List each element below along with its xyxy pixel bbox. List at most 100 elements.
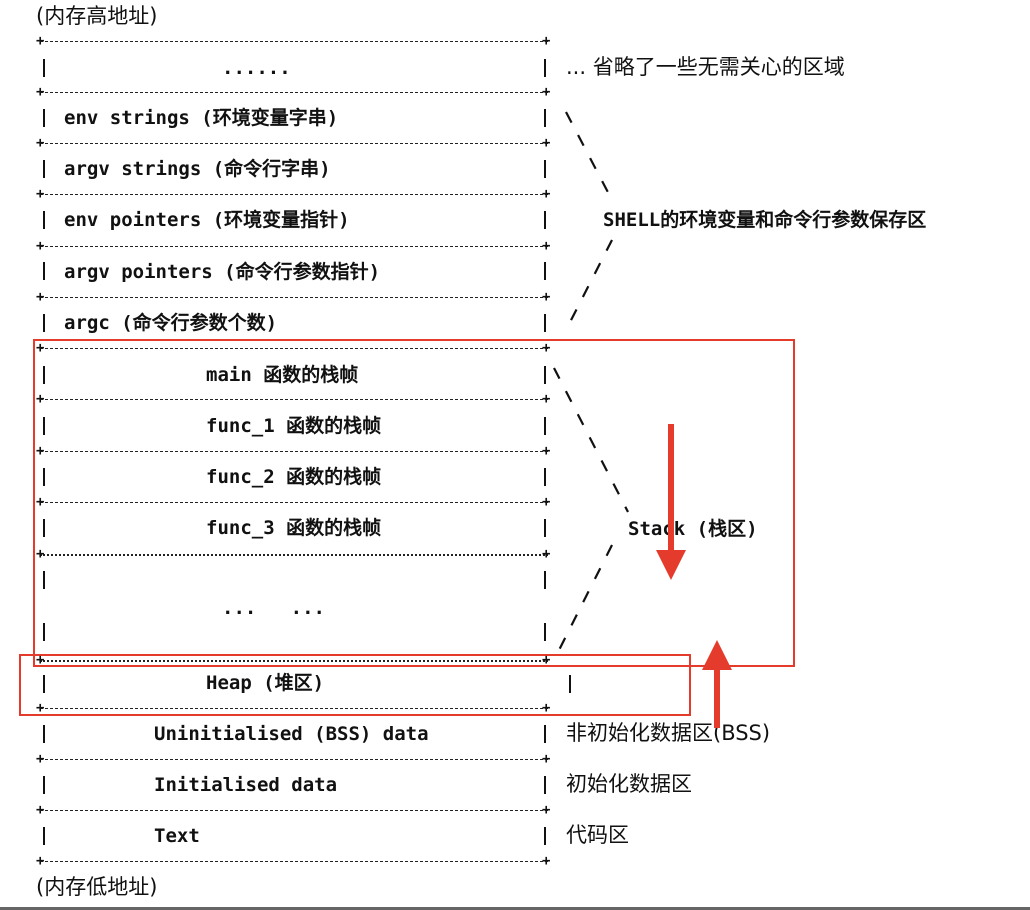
row-env-strings: env strings (环境变量字串) <box>64 107 339 129</box>
separator-line <box>40 246 548 247</box>
row-func1-frame: func_1 函数的栈帧 <box>206 415 382 437</box>
corner-plus: + <box>542 238 551 254</box>
connector-shell-top <box>565 111 613 201</box>
side-bar <box>544 160 546 178</box>
side-bar <box>43 675 45 693</box>
annotation-shell: SHELL的环境变量和命令行参数保存区 <box>603 209 927 231</box>
corner-plus: + <box>542 853 551 869</box>
high-address-label: (内存高地址) <box>36 4 158 28</box>
corner-plus: + <box>36 546 45 562</box>
separator-line <box>40 399 548 400</box>
side-bar <box>544 571 546 589</box>
side-bar <box>569 675 571 693</box>
separator-line <box>40 194 548 195</box>
row-argv-strings: argv strings (命令行字串) <box>64 158 331 180</box>
corner-plus: + <box>542 802 551 818</box>
corner-plus: + <box>542 391 551 407</box>
low-address-label: (内存低地址) <box>36 875 158 899</box>
corner-plus: + <box>36 802 45 818</box>
corner-plus: + <box>542 494 551 510</box>
corner-plus: + <box>36 751 45 767</box>
row-stack-gap: ... ... <box>222 597 325 619</box>
side-bar <box>544 725 546 743</box>
separator-line <box>40 92 548 93</box>
side-bar <box>544 262 546 280</box>
side-bar <box>43 160 45 178</box>
row-func3-frame: func_3 函数的栈帧 <box>206 517 382 539</box>
corner-plus: + <box>36 84 45 100</box>
side-bar <box>43 776 45 794</box>
corner-plus: + <box>542 546 551 562</box>
side-bar <box>43 468 45 486</box>
side-bar <box>43 211 45 229</box>
corner-plus: + <box>36 494 45 510</box>
stack-highlight-box <box>33 339 795 667</box>
corner-plus: + <box>36 853 45 869</box>
separator-line <box>40 41 548 42</box>
separator-line <box>40 451 548 452</box>
side-bar <box>544 519 546 537</box>
separator-line <box>40 759 548 760</box>
side-bar <box>43 59 45 77</box>
corner-plus: + <box>542 340 551 356</box>
corner-plus: + <box>36 289 45 305</box>
side-bar <box>544 366 546 384</box>
corner-plus: + <box>36 340 45 356</box>
bottom-border <box>0 907 1030 910</box>
row-initialised-data: Initialised data <box>154 774 338 796</box>
side-bar <box>43 827 45 845</box>
separator-line <box>40 143 548 144</box>
corner-plus: + <box>542 751 551 767</box>
corner-plus: + <box>36 443 45 459</box>
side-bar <box>43 314 45 332</box>
side-bar <box>544 211 546 229</box>
side-bar <box>43 519 45 537</box>
heap-highlight-box <box>19 654 691 716</box>
side-bar <box>544 109 546 127</box>
annotation-text: 代码区 <box>566 823 629 847</box>
row-bss: Uninitialised (BSS) data <box>154 723 429 745</box>
side-bar <box>43 262 45 280</box>
corner-plus: + <box>36 33 45 49</box>
stack-growth-down-arrow <box>656 424 686 580</box>
side-bar <box>43 109 45 127</box>
separator-line <box>40 297 548 298</box>
side-bar <box>544 468 546 486</box>
separator-line <box>40 861 548 862</box>
side-bar <box>43 417 45 435</box>
row-heap: Heap (堆区) <box>206 672 325 694</box>
annotation-omitted: ... 省略了一些无需关心的区域 <box>566 55 845 79</box>
corner-plus: + <box>36 135 45 151</box>
corner-plus: + <box>36 238 45 254</box>
side-bar <box>544 417 546 435</box>
side-bar <box>544 314 546 332</box>
side-bar <box>544 623 546 641</box>
side-bar <box>43 623 45 641</box>
corner-plus: + <box>36 652 45 668</box>
connector-stack-bottom <box>553 544 613 661</box>
separator-line <box>40 348 548 349</box>
connector-stack-top <box>553 367 629 513</box>
row-func2-frame: func_2 函数的栈帧 <box>206 466 382 488</box>
corner-plus: + <box>542 84 551 100</box>
row-env-pointers: env pointers (环境变量指针) <box>64 209 350 231</box>
separator-line <box>40 660 548 662</box>
row-omitted: ...... <box>222 57 291 79</box>
side-bar <box>43 366 45 384</box>
separator-line <box>40 708 548 709</box>
separator-line <box>40 810 548 811</box>
side-bar <box>43 725 45 743</box>
side-bar <box>544 776 546 794</box>
corner-plus: + <box>36 391 45 407</box>
heap-growth-up-arrow <box>702 640 732 728</box>
side-bar <box>544 827 546 845</box>
separator-line <box>40 502 548 503</box>
corner-plus: + <box>542 33 551 49</box>
row-argc: argc (命令行参数个数) <box>64 312 278 334</box>
row-main-frame: main 函数的栈帧 <box>206 364 359 386</box>
side-bar <box>43 571 45 589</box>
corner-plus: + <box>542 700 551 716</box>
